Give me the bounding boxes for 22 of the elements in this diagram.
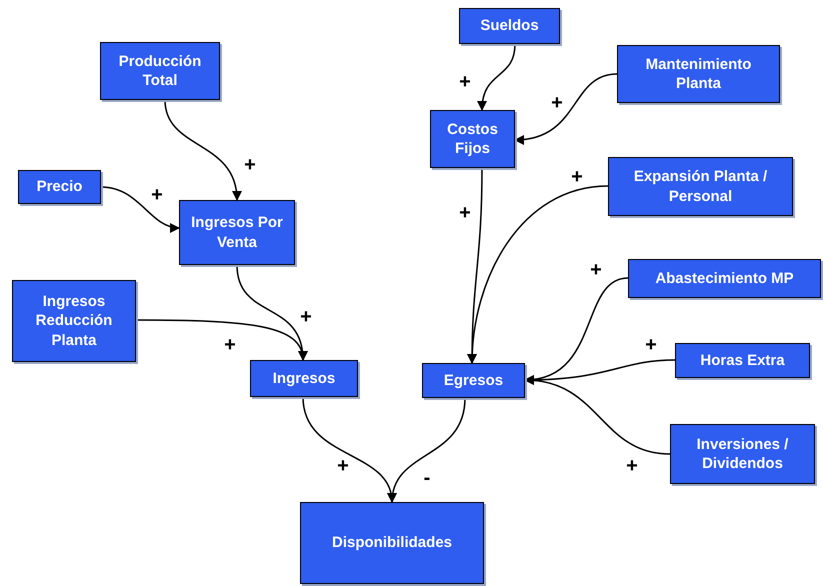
variable-box: Costos Fijos	[430, 110, 515, 168]
variable-box: Producción Total	[100, 42, 220, 100]
variable-box: Precio	[18, 170, 101, 204]
variable-box: Abastecimiento MP	[628, 259, 821, 298]
variable-box: Expansión Planta / Personal	[608, 157, 793, 216]
variable-box: Ingresos Reducción Planta	[12, 280, 136, 362]
variable-box: Ingresos	[250, 360, 358, 397]
arrow	[388, 398, 466, 503]
variable-box: Sueldos	[459, 8, 560, 44]
variable-box: Mantenimiento Planta	[617, 45, 780, 103]
arrow	[100, 186, 180, 232]
variable-box: Disponibilidades	[300, 502, 484, 584]
variable-box: Inversiones / Dividendos	[670, 424, 815, 484]
variable-box: Ingresos Por Venta	[179, 200, 295, 265]
variable-box: Egresos	[422, 363, 525, 398]
arrow	[524, 376, 670, 455]
arrow	[478, 44, 516, 111]
arrow	[467, 185, 608, 364]
arrow	[164, 100, 242, 201]
arrow	[514, 73, 618, 144]
variable-box: Horas Extra	[675, 343, 810, 378]
arrow	[136, 319, 307, 361]
